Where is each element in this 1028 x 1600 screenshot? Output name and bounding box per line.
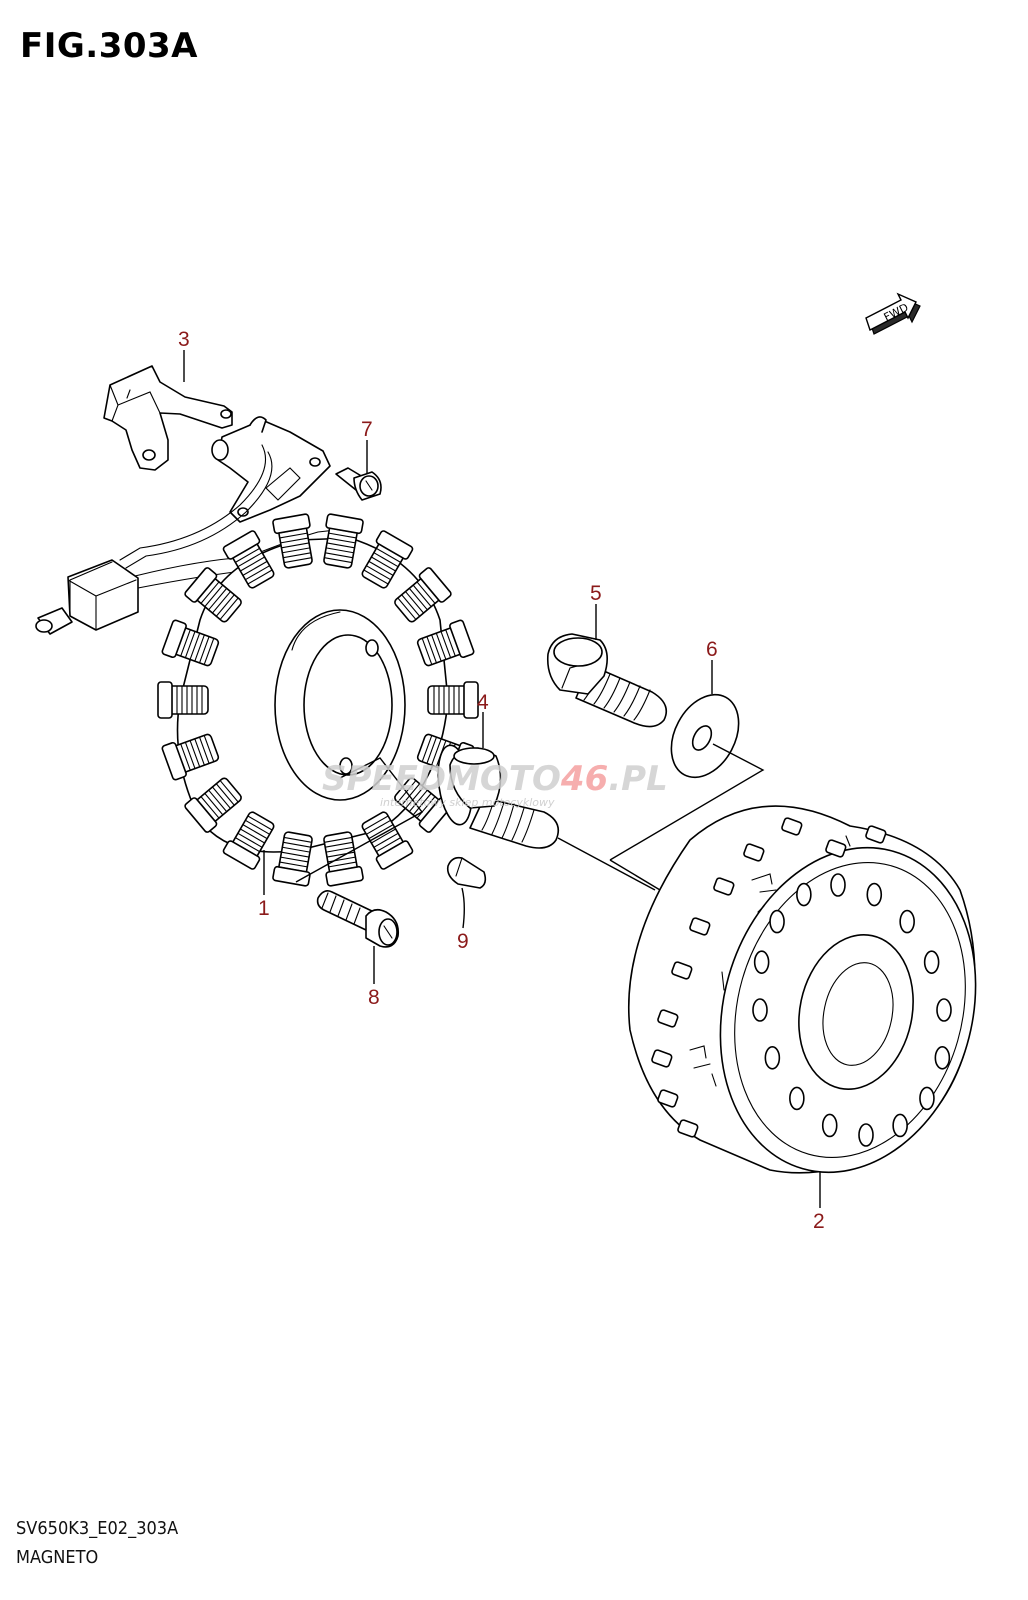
part-label-3: 3 — [178, 328, 190, 351]
part-label-6: 6 — [706, 638, 718, 661]
rotor-slot — [651, 1049, 673, 1068]
leader-lines — [183, 350, 821, 1208]
part-labels: 3 7 5 6 4 1 9 8 2 — [178, 328, 825, 1233]
stator-pole — [222, 811, 275, 870]
watermark-text-a: SPEEDMOTO — [322, 759, 561, 799]
pickup-coil-harness — [35, 416, 337, 635]
fwd-arrow-icon: FWD — [865, 292, 921, 335]
stator-pole — [394, 567, 452, 623]
key-9 — [446, 856, 487, 889]
rotor-hole — [753, 950, 770, 974]
rotor-slot — [657, 1009, 679, 1028]
rotor-slot — [677, 1119, 699, 1138]
stator — [157, 513, 479, 887]
washer-6 — [670, 693, 740, 779]
rotor-hole — [789, 1086, 805, 1111]
watermark-text-c: .PL — [608, 759, 668, 799]
rotor-hole — [764, 1046, 781, 1070]
part-label-7: 7 — [361, 418, 373, 441]
rotor-hole — [769, 909, 785, 934]
bolt-5 — [546, 633, 668, 728]
pickup-bracket — [103, 365, 233, 471]
rotor-hole — [858, 1123, 874, 1147]
stator-pole — [323, 831, 364, 887]
rotor-hole — [830, 873, 846, 897]
part-label-2: 2 — [813, 1210, 825, 1233]
rotor-slot — [713, 877, 735, 896]
rotor-slot — [743, 843, 765, 862]
stator-pole — [161, 619, 220, 667]
rotor-hole — [934, 1046, 951, 1070]
rotor-hole — [899, 909, 915, 934]
stator-pole — [361, 811, 414, 870]
rotor-slot — [865, 825, 887, 844]
stator-pole — [394, 777, 452, 833]
rotor-hole — [936, 998, 952, 1022]
stator-pole — [361, 530, 414, 589]
bolt-4 — [437, 744, 560, 849]
part-label-4: 4 — [477, 691, 489, 714]
part-label-1: 1 — [258, 897, 270, 920]
rotor-slot — [689, 917, 711, 936]
screw-8 — [316, 890, 400, 948]
rotor-hole — [796, 882, 812, 907]
rotor-hole — [923, 950, 940, 974]
stator-pole — [272, 513, 313, 569]
svg-text:SPEEDMOTO46.PL: SPEEDMOTO46.PL — [322, 759, 668, 799]
stator-pole — [222, 530, 275, 589]
watermark: SPEEDMOTO46.PL internetowy sklep motocyk… — [322, 759, 668, 809]
rotor-slot — [671, 961, 693, 980]
rotor-hole — [892, 1113, 908, 1138]
part-label-8: 8 — [368, 986, 380, 1009]
rotor-hole — [821, 1113, 838, 1138]
watermark-text-b: 46 — [560, 759, 608, 799]
stator-pole — [184, 777, 242, 833]
figure-name: MAGNETO — [16, 1547, 99, 1568]
stator-pole — [416, 619, 475, 667]
rotor-slot — [781, 817, 803, 836]
rotor-slot — [825, 839, 847, 858]
stator-pole — [157, 681, 209, 719]
stator-pole — [323, 513, 364, 569]
figure-code: SV650K3_E02_303A — [16, 1518, 179, 1539]
rotor — [627, 805, 977, 1174]
screw-7 — [335, 467, 382, 501]
watermark-subtext: internetowy sklep motocyklowy — [380, 796, 555, 809]
figure-title: FIG.303A — [20, 26, 198, 66]
stator-pole — [427, 681, 479, 719]
part-label-9: 9 — [457, 930, 469, 953]
rotor-slot — [657, 1089, 679, 1108]
rotor-hole — [866, 882, 883, 907]
rotor-hole — [919, 1086, 935, 1111]
stator-pole — [272, 831, 313, 887]
part-label-5: 5 — [590, 582, 602, 605]
explosion-lines — [295, 743, 765, 891]
rotor-hole — [752, 998, 768, 1022]
stator-pole — [161, 733, 220, 781]
stator-pole — [184, 567, 242, 623]
